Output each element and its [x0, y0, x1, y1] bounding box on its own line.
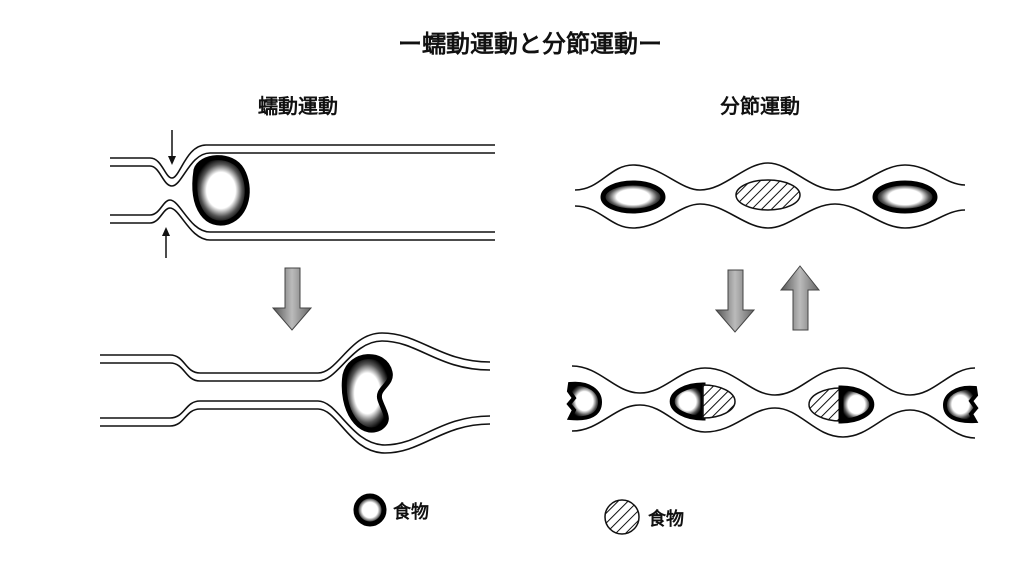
- food-bolus: [600, 180, 666, 214]
- peristalsis-tube-before: [110, 144, 495, 241]
- legend-label: 食物: [393, 502, 429, 523]
- peristalsis-tube-after: [100, 332, 491, 454]
- up-arrow-icon: [779, 265, 821, 331]
- food-bolus: [872, 180, 938, 214]
- food-bolus-hatched: [735, 179, 801, 211]
- segmentation-label: 分節運動: [720, 94, 800, 118]
- peristalsis-label: 蠕動運動: [258, 94, 338, 118]
- segmentation-tube-bottom: [566, 365, 979, 439]
- segmentation-tube-top: [574, 162, 966, 229]
- contraction-arrow-down-icon: [168, 130, 176, 165]
- food-bolus: [341, 354, 393, 433]
- legend-label: 食物: [648, 509, 684, 530]
- down-arrow-icon: [271, 267, 313, 331]
- page-title: ー蠕動運動と分節運動ー: [398, 30, 662, 58]
- food-bolus: [192, 155, 250, 226]
- legend-food-ring-icon: [353, 493, 387, 527]
- down-arrow-icon: [714, 269, 756, 333]
- contraction-arrow-up-icon: [162, 227, 170, 258]
- legend-food-hatched-icon: [604, 499, 640, 535]
